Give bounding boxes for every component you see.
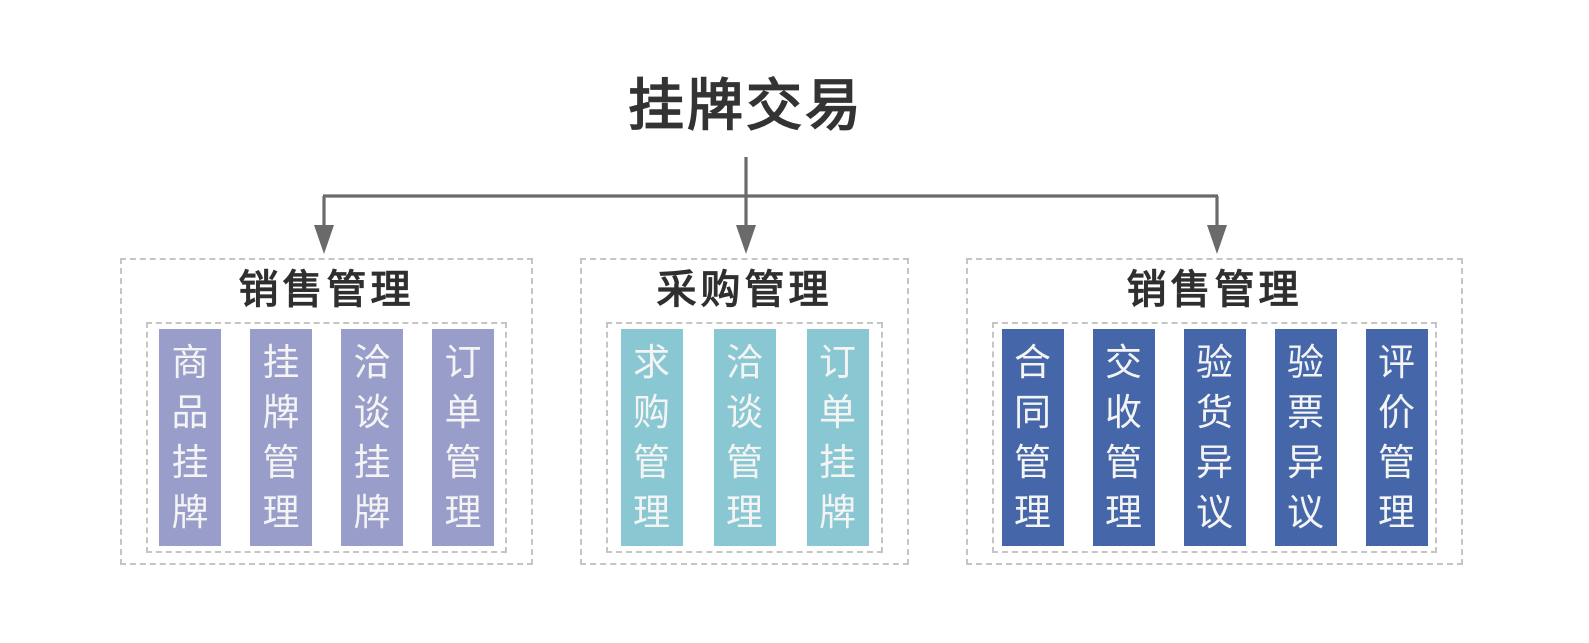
group-sales-management-left: 销售管理 商品挂牌挂牌管理洽谈挂牌订单管理 bbox=[120, 258, 533, 565]
module-bar-char: 票 bbox=[1287, 392, 1324, 433]
module-bar: 挂牌管理 bbox=[250, 329, 312, 546]
group-title: 销售管理 bbox=[1126, 268, 1303, 312]
module-bar-char: 管 bbox=[444, 442, 482, 483]
module-bar-char: 同 bbox=[1014, 392, 1051, 433]
module-bar-char: 谈 bbox=[726, 392, 763, 433]
module-bar: 洽谈管理 bbox=[713, 329, 776, 546]
module-bar-char: 理 bbox=[1014, 492, 1051, 533]
module-bar-char: 牌 bbox=[353, 492, 391, 533]
module-bar-char: 牌 bbox=[819, 492, 856, 533]
group-title: 销售管理 bbox=[238, 268, 415, 312]
module-bar-char: 验 bbox=[1287, 342, 1324, 383]
module-list: 合同管理交收管理验货异议验票异议评价管理 bbox=[992, 322, 1437, 553]
module-bar-char: 议 bbox=[1287, 492, 1324, 533]
module-bar-char: 合 bbox=[1014, 342, 1051, 383]
module-bar: 求购管理 bbox=[620, 329, 683, 546]
module-bar-char: 订 bbox=[444, 342, 482, 383]
module-bar-char: 理 bbox=[444, 492, 482, 533]
module-list: 商品挂牌挂牌管理洽谈挂牌订单管理 bbox=[146, 322, 507, 553]
module-bar-char: 谈 bbox=[353, 392, 391, 433]
module-bar-char: 理 bbox=[726, 492, 763, 533]
arrow-left bbox=[314, 196, 334, 254]
module-bar: 评价管理 bbox=[1365, 329, 1428, 546]
module-bar-char: 管 bbox=[1014, 442, 1051, 483]
module-bar-char: 理 bbox=[633, 492, 670, 533]
module-bar-char: 评 bbox=[1378, 342, 1415, 383]
module-bar-char: 理 bbox=[1105, 492, 1142, 533]
module-bar: 订单挂牌 bbox=[806, 329, 869, 546]
module-bar-char: 收 bbox=[1105, 392, 1142, 433]
module-bar: 交收管理 bbox=[1092, 329, 1155, 546]
module-bar: 合同管理 bbox=[1001, 329, 1064, 546]
module-bar-char: 理 bbox=[262, 492, 300, 533]
group-purchase-management: 采购管理 求购管理洽谈管理订单挂牌 bbox=[580, 258, 909, 565]
module-bar-char: 牌 bbox=[262, 392, 300, 433]
module-bar-char: 品 bbox=[171, 392, 209, 433]
diagram-title: 挂牌交易 bbox=[628, 74, 864, 137]
module-bar-char: 挂 bbox=[171, 442, 209, 483]
module-bar: 验货异议 bbox=[1183, 329, 1246, 546]
group-title: 采购管理 bbox=[656, 268, 833, 312]
module-bar-char: 单 bbox=[819, 392, 856, 433]
module-bar-char: 洽 bbox=[726, 342, 763, 383]
module-bar-char: 挂 bbox=[819, 442, 856, 483]
module-bar-char: 管 bbox=[633, 442, 670, 483]
module-bar: 商品挂牌 bbox=[159, 329, 221, 546]
module-bar-char: 管 bbox=[1378, 442, 1415, 483]
module-bar-char: 议 bbox=[1196, 492, 1233, 533]
module-list: 求购管理洽谈管理订单挂牌 bbox=[606, 322, 883, 553]
module-bar: 洽谈挂牌 bbox=[341, 329, 403, 546]
module-bar-char: 管 bbox=[262, 442, 300, 483]
module-bar-char: 牌 bbox=[171, 492, 209, 533]
module-bar-char: 异 bbox=[1287, 442, 1324, 483]
arrow-right bbox=[1207, 196, 1227, 254]
connector-trunk bbox=[323, 157, 1218, 198]
module-bar-char: 洽 bbox=[353, 342, 391, 383]
group-sales-management-right: 销售管理 合同管理交收管理验货异议验票异议评价管理 bbox=[966, 258, 1463, 565]
module-bar: 验票异议 bbox=[1274, 329, 1337, 546]
module-bar-char: 订 bbox=[819, 342, 856, 383]
module-bar: 订单管理 bbox=[432, 329, 494, 546]
module-bar-char: 求 bbox=[633, 342, 670, 383]
module-bar-char: 管 bbox=[726, 442, 763, 483]
module-bar-char: 商 bbox=[171, 342, 209, 383]
module-bar-char: 异 bbox=[1196, 442, 1233, 483]
module-bar-char: 挂 bbox=[353, 442, 391, 483]
arrow-center bbox=[736, 196, 756, 254]
module-bar-char: 货 bbox=[1196, 392, 1233, 433]
module-bar-char: 理 bbox=[1378, 492, 1415, 533]
module-bar-char: 管 bbox=[1105, 442, 1142, 483]
module-bar-char: 价 bbox=[1378, 392, 1415, 433]
module-bar-char: 验 bbox=[1196, 342, 1233, 383]
module-bar-char: 购 bbox=[633, 392, 670, 433]
module-bar-char: 单 bbox=[444, 392, 482, 433]
module-bar-char: 挂 bbox=[262, 342, 300, 383]
module-bar-char: 交 bbox=[1105, 342, 1142, 383]
